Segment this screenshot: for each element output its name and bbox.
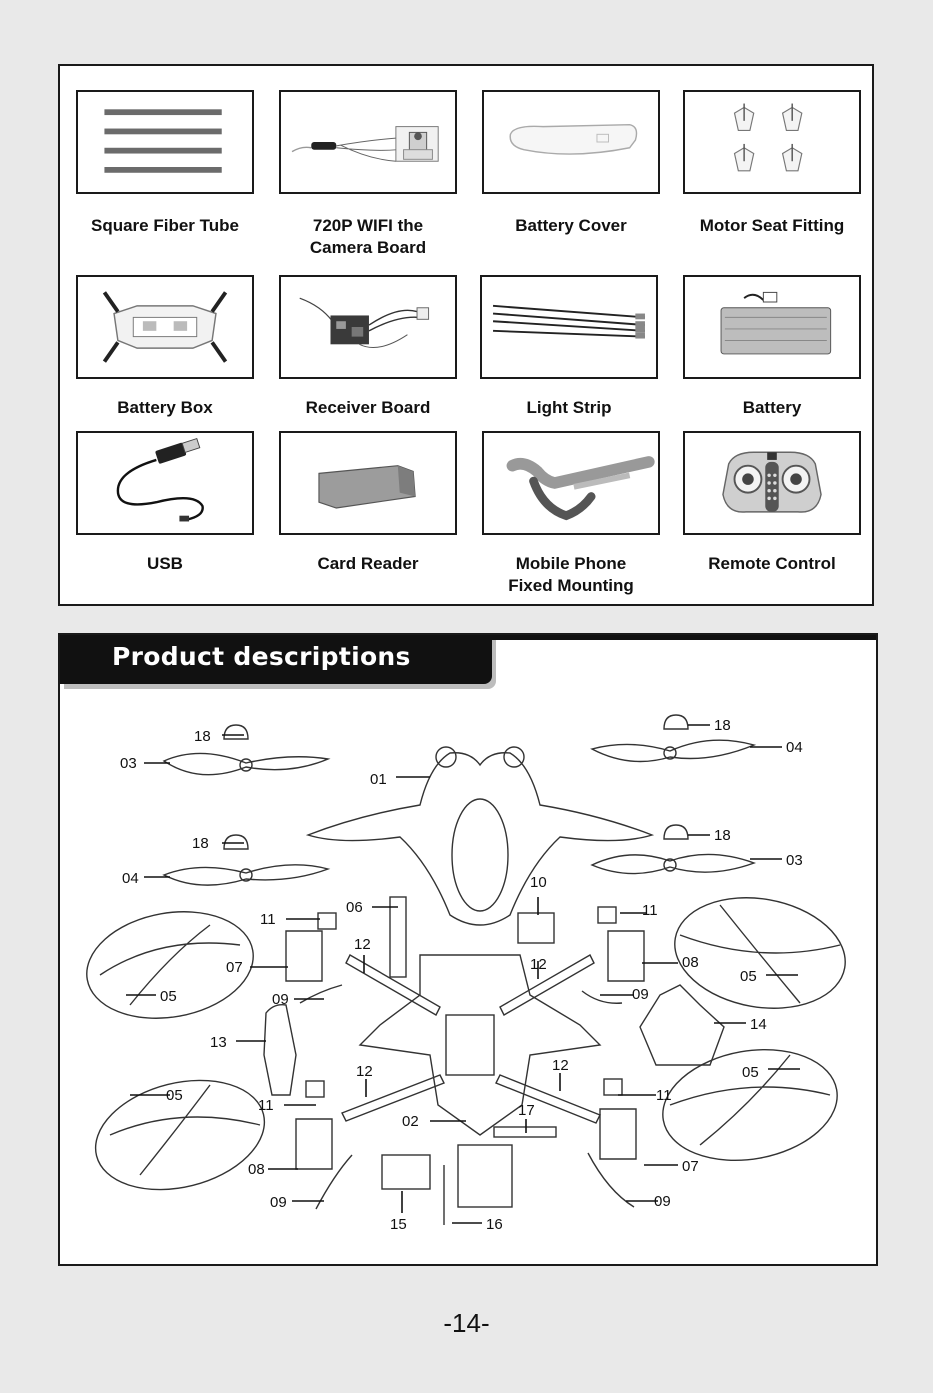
part-15 <box>381 1154 431 1190</box>
callout-17: 17 <box>518 1102 535 1119</box>
callout-12-a: 12 <box>354 936 371 953</box>
callout-05-a: 05 <box>160 988 177 1005</box>
motor-seat-07-right <box>599 1108 637 1160</box>
battery-box-image <box>76 275 254 379</box>
propeller-03-right <box>590 853 757 875</box>
callout-12-d: 12 <box>552 1057 569 1074</box>
callout-07-a: 07 <box>226 959 243 976</box>
callout-13: 13 <box>210 1034 227 1051</box>
product-descriptions-panel: Product descriptions <box>58 633 878 1266</box>
battery-image <box>683 275 861 379</box>
callout-05-c: 05 <box>166 1087 183 1104</box>
motor-seat-08-right <box>607 930 645 982</box>
arm-12-tr <box>499 954 595 1016</box>
arm-12-tl <box>345 954 441 1016</box>
guard-05-bottom-left <box>94 1079 266 1191</box>
callout-12-b: 12 <box>530 956 547 973</box>
arm-12-bl <box>341 1074 445 1122</box>
accessories-panel: Square Fiber Tube 720P WIFI the Camera B… <box>58 64 874 606</box>
callout-09-c: 09 <box>270 1194 287 1211</box>
battery-box-label: Battery Box <box>117 398 213 417</box>
cap-18-d <box>663 824 689 840</box>
callout-05-d: 05 <box>742 1064 759 1081</box>
motor-seat-fitting-image <box>683 90 861 194</box>
propeller-03-left <box>162 752 331 776</box>
battery-label: Battery <box>742 398 802 417</box>
phone-mount-label: Mobile Phone Fixed Mounting <box>508 554 634 595</box>
battery-cover-label: Battery Cover <box>515 216 627 235</box>
guard-05-top-left <box>86 911 254 1019</box>
motor-seat-08-left <box>295 1118 333 1170</box>
callout-08-a: 08 <box>682 954 699 971</box>
guard-05-bottom-right <box>662 1048 838 1162</box>
callout-03-b: 03 <box>786 852 803 869</box>
square-fiber-tube-image <box>76 90 254 194</box>
remote-control-image <box>683 431 861 535</box>
callout-03-a: 03 <box>120 755 137 772</box>
callout-09-b: 09 <box>632 986 649 1003</box>
top-shell <box>305 752 655 926</box>
battery-box-13 <box>263 1003 297 1096</box>
callout-06: 06 <box>346 899 363 916</box>
main-frame <box>358 954 602 1136</box>
callout-01: 01 <box>370 771 387 788</box>
callout-18-c: 18 <box>192 835 209 852</box>
callout-12-c: 12 <box>356 1063 373 1080</box>
propeller-04-right <box>590 739 757 763</box>
callout-18-b: 18 <box>714 717 731 734</box>
cap-18-c <box>223 834 249 850</box>
cap-18-b <box>663 714 689 730</box>
board-10 <box>517 912 555 944</box>
callout-18-a: 18 <box>194 728 211 745</box>
camera-board-image <box>279 90 457 194</box>
exploded-drone-diagram <box>86 714 846 1225</box>
light-strip-label: Light Strip <box>526 398 612 417</box>
part-17 <box>493 1126 557 1138</box>
card-reader-image <box>279 431 457 535</box>
section-title: Product descriptions <box>112 642 411 671</box>
propeller-04-left <box>162 864 331 886</box>
callout-11-d: 11 <box>656 1087 672 1104</box>
phone-mount-image <box>482 431 660 535</box>
receiver-board-image <box>279 275 457 379</box>
cap-18-a <box>223 724 249 740</box>
callout-07-b: 07 <box>682 1158 699 1175</box>
callout-08-b: 08 <box>248 1161 265 1178</box>
card-reader-label: Card Reader <box>317 554 419 573</box>
callout-10: 10 <box>530 874 547 891</box>
callout-04-a: 04 <box>786 739 803 756</box>
receiver-board-label: Receiver Board <box>305 398 431 417</box>
square-fiber-tube-label: Square Fiber Tube <box>91 216 239 235</box>
battery-cover-image <box>482 90 660 194</box>
callout-09-d: 09 <box>654 1193 671 1210</box>
arm-12-br <box>495 1074 601 1124</box>
usb-cable-image <box>76 431 254 535</box>
callout-11-a: 11 <box>260 911 276 928</box>
part-16 <box>457 1144 513 1208</box>
callout-11-b: 11 <box>642 902 658 919</box>
remote-control-label: Remote Control <box>708 554 836 573</box>
motor-seat-07-left <box>285 930 323 982</box>
callout-05-b: 05 <box>740 968 757 985</box>
callout-14: 14 <box>750 1016 767 1033</box>
callout-09-a: 09 <box>272 991 289 1008</box>
guard-05-top-right <box>674 897 846 1009</box>
camera-14 <box>639 984 725 1066</box>
page-number: -14- <box>443 1308 490 1338</box>
light-strip-image <box>480 275 658 379</box>
callout-18-d: 18 <box>714 827 731 844</box>
section-title-bar: Product descriptions <box>60 635 492 684</box>
usb-label: USB <box>147 554 183 573</box>
motor-seat-fitting-label: Motor Seat Fitting <box>699 216 845 235</box>
callout-02: 02 <box>402 1113 419 1130</box>
callout-11-c: 11 <box>258 1097 274 1114</box>
callout-15: 15 <box>390 1216 407 1233</box>
camera-board-label: 720P WIFI the Camera Board <box>309 216 427 257</box>
battery-cover-06 <box>389 896 407 978</box>
callout-16: 16 <box>486 1216 503 1233</box>
callout-04-b: 04 <box>122 870 139 887</box>
